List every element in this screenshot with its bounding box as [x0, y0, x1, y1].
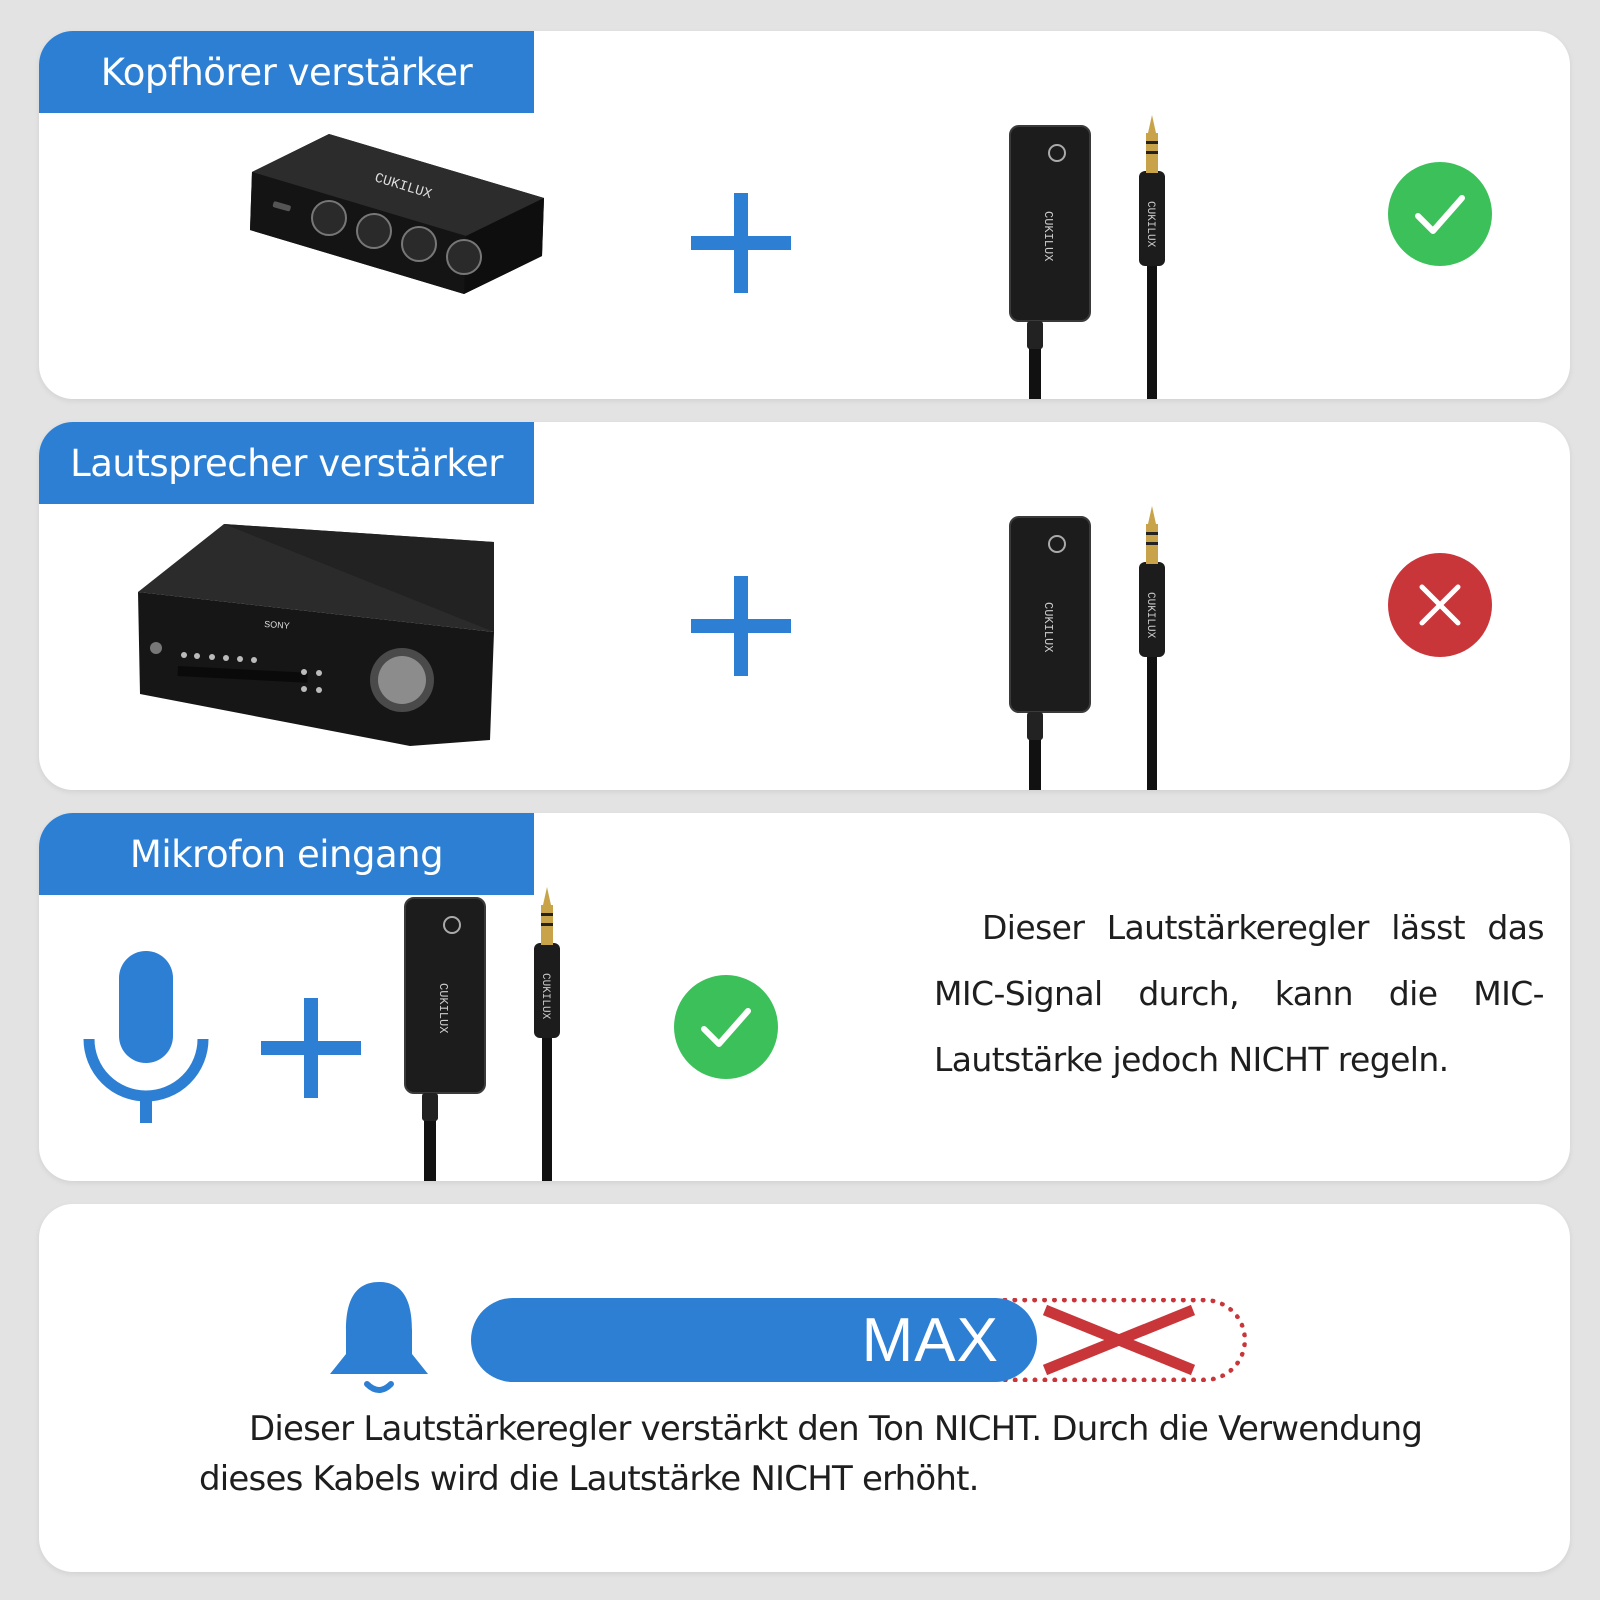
incompatible-badge — [1388, 553, 1492, 657]
section-label: Mikrofon eingang — [39, 813, 534, 895]
plug-logo-text: CUKILUX — [539, 973, 551, 1020]
volume-control-cable-image: CUKILUX CUKILUX — [1009, 115, 1165, 399]
compatible-badge — [674, 975, 778, 1079]
microphone-icon — [83, 951, 209, 1123]
plug-logo-text: CUKILUX — [1144, 201, 1156, 248]
volume-bar-fill: MAX — [471, 1298, 1037, 1382]
speaker-amp-image: SONY — [138, 524, 494, 746]
plus-icon — [691, 193, 791, 293]
section-label: Lautsprecher verstärker — [39, 422, 534, 504]
panel-speaker-amplifier: Lautsprecher verstärker SONY CUKIL — [39, 422, 1570, 790]
microphone-description: Dieser Lautstärkeregler lässt das MIC-Si… — [934, 908, 1545, 1079]
check-icon — [701, 1008, 751, 1047]
panel-headphone-amplifier: Kopfhörer verstärker CUKILUX CUKILUX CU — [39, 31, 1570, 399]
cross-icon — [1419, 584, 1461, 626]
volume-note-text: Dieser Lautstärkeregler verstärkt den To… — [199, 1409, 1423, 1499]
cable-logo-text: CUKILUX — [436, 983, 450, 1033]
bell-icon — [330, 1282, 428, 1393]
check-icon — [1415, 195, 1465, 234]
headphone-amp-image: CUKILUX — [250, 134, 544, 294]
cable-logo-text: CUKILUX — [1041, 602, 1055, 652]
panel-volume-note: MAX Dieser Lautstärkeregler verstärkt de… — [39, 1204, 1570, 1572]
plus-icon — [691, 576, 791, 676]
receiver-brand-logo: SONY — [264, 619, 290, 631]
panel-microphone-input: Mikrofon eingang CUKILUX CUKILUX Dieser … — [39, 813, 1570, 1181]
cross-icon — [1042, 1304, 1196, 1376]
volume-control-cable-image: CUKILUX CUKILUX — [404, 887, 560, 1181]
section-label: Kopfhörer verstärker — [39, 31, 534, 113]
volume-max-label: MAX — [861, 1305, 999, 1375]
cable-logo-text: CUKILUX — [1041, 211, 1055, 261]
compatible-badge — [1388, 162, 1492, 266]
plus-icon — [261, 998, 361, 1098]
volume-overrange-outline — [995, 1298, 1247, 1382]
volume-bar: MAX — [471, 1298, 1247, 1382]
volume-control-cable-image: CUKILUX CUKILUX — [1009, 506, 1165, 790]
plug-logo-text: CUKILUX — [1144, 592, 1156, 639]
